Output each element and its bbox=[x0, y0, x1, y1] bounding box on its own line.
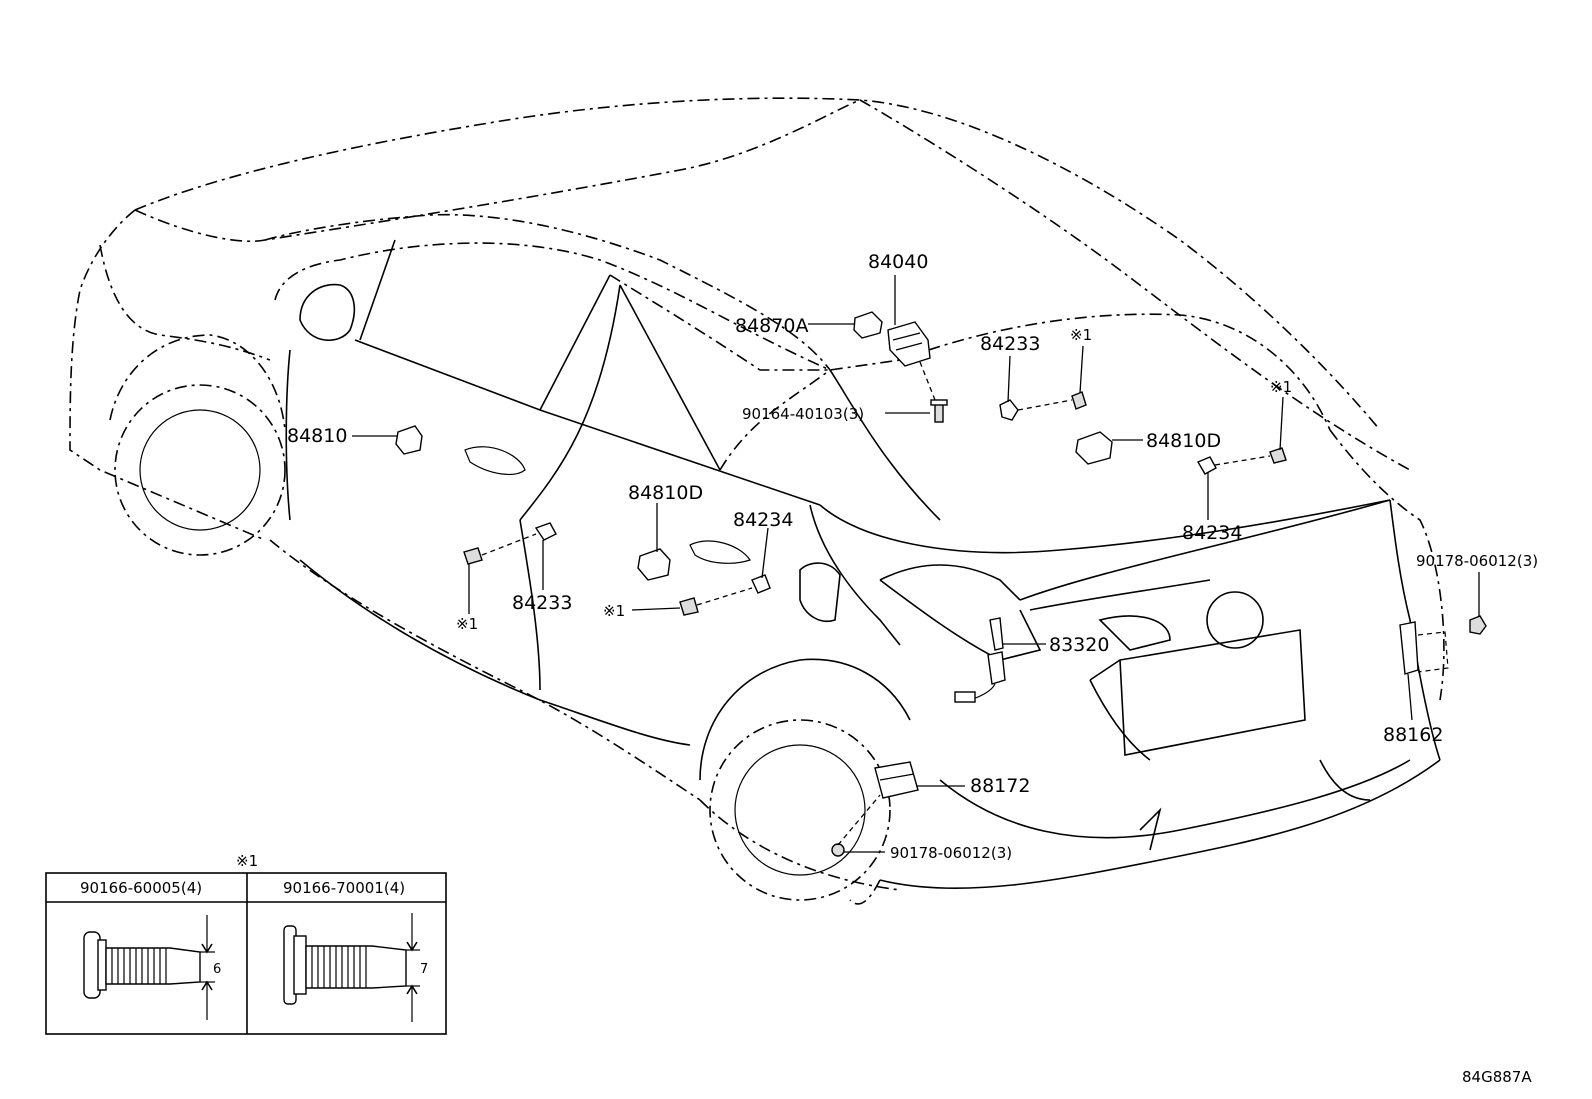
legend-dim-col2: 7 bbox=[420, 962, 428, 977]
part-90178-nut-bottom bbox=[831, 843, 845, 857]
legend-code-col2: 90166-70001(4) bbox=[283, 879, 405, 897]
note-mark-left: ※1 bbox=[456, 615, 478, 633]
label-84810-left: 84810 bbox=[287, 425, 347, 447]
part-84040 bbox=[887, 321, 931, 367]
legend-table: ※1 90166-60005(4) 90166-70001(4) 6 bbox=[45, 852, 447, 1035]
part-84810-left bbox=[395, 425, 423, 455]
part-84233-top bbox=[999, 399, 1019, 421]
figure-code: 84G887A bbox=[1462, 1068, 1532, 1086]
label-84810D-right: 84810D bbox=[1146, 430, 1221, 452]
part-screw-top-right bbox=[1071, 391, 1087, 410]
label-84233-top: 84233 bbox=[980, 333, 1040, 355]
part-screw-right bbox=[1269, 447, 1287, 464]
legend-dim-col1: 6 bbox=[213, 962, 221, 977]
note-mark-mid: ※1 bbox=[603, 602, 625, 620]
part-84233-left bbox=[463, 522, 557, 565]
label-90178-06012-right: 90178-06012(3) bbox=[1416, 552, 1538, 570]
part-90164-screw bbox=[930, 399, 948, 423]
label-84234-right: 84234 bbox=[1182, 522, 1242, 544]
part-84234-right bbox=[1196, 456, 1217, 475]
legend-screw-2: 7 bbox=[283, 913, 428, 1022]
leader-lines bbox=[352, 275, 1480, 853]
label-88162: 88162 bbox=[1383, 724, 1443, 746]
part-83320-harness bbox=[954, 617, 1006, 703]
part-84870A bbox=[853, 311, 883, 339]
part-88172-module bbox=[874, 761, 919, 799]
part-90178-nut-right bbox=[1469, 615, 1487, 635]
note-mark-top: ※1 bbox=[1070, 326, 1092, 344]
label-84810D-mid: 84810D bbox=[628, 482, 703, 504]
legend-code-col1: 90166-60005(4) bbox=[80, 879, 202, 897]
legend-mark: ※1 bbox=[236, 852, 258, 870]
part-84234-mid bbox=[679, 574, 771, 616]
label-88172: 88172 bbox=[970, 775, 1030, 797]
part-84810D-right bbox=[1075, 431, 1113, 465]
label-90164-40103: 90164-40103(3) bbox=[742, 405, 864, 423]
vehicle-outline bbox=[69, 97, 1445, 905]
label-84870A: 84870A bbox=[735, 315, 808, 337]
part-88162-sensor bbox=[1399, 621, 1449, 675]
label-90178-06012-bottom: 90178-06012(3) bbox=[890, 844, 1012, 862]
parts bbox=[395, 311, 1487, 857]
label-84234-mid: 84234 bbox=[733, 509, 793, 531]
callout-labels: 84040 84870A 84233 84810D 84810 90164-40… bbox=[287, 251, 1538, 862]
part-84810D-mid bbox=[637, 548, 671, 581]
note-mark-right: ※1 bbox=[1270, 378, 1292, 396]
label-83320: 83320 bbox=[1049, 634, 1109, 656]
label-84233-left: 84233 bbox=[512, 592, 572, 614]
legend-screw-1: 6 bbox=[83, 915, 221, 1020]
label-84040: 84040 bbox=[868, 251, 928, 273]
